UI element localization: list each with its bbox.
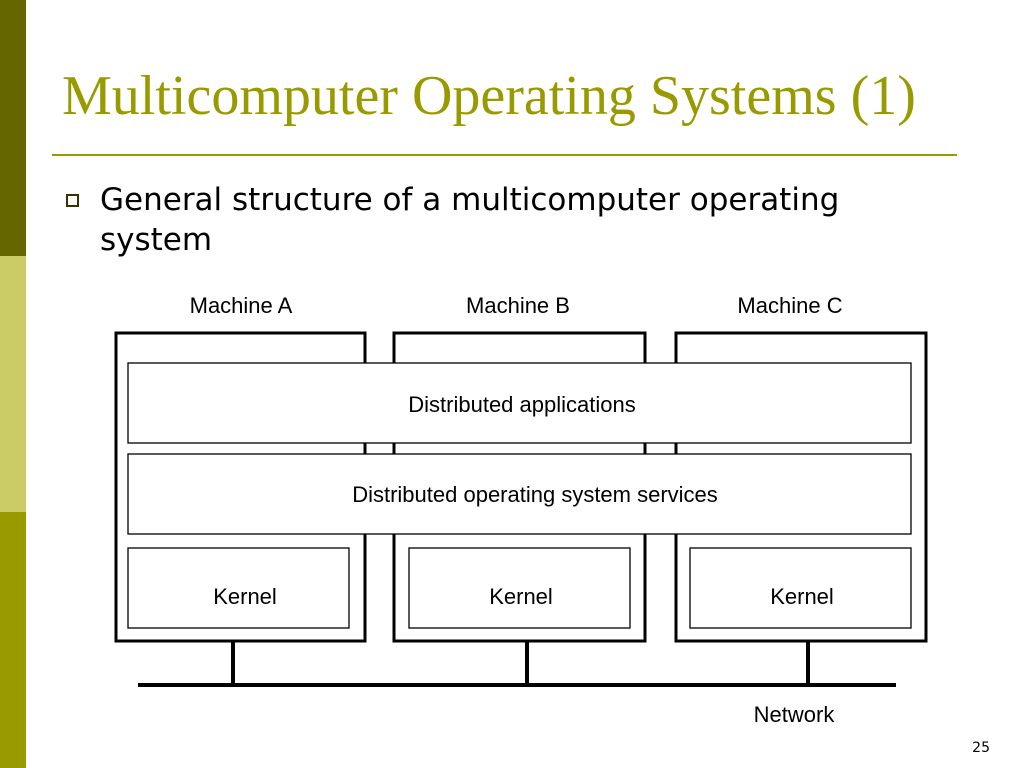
- distributed-applications-label: Distributed applications: [408, 392, 635, 417]
- distributed-applications-layer: [127, 362, 912, 444]
- side-bar-top: [0, 0, 26, 256]
- kernel-a-label: Kernel: [213, 584, 277, 609]
- bullet-square-icon: [66, 194, 79, 207]
- kernel-c-label: Kernel: [770, 584, 834, 609]
- kernel-c-box: [689, 547, 912, 629]
- distributed-os-services-label: Distributed operating system services: [352, 482, 718, 507]
- title-underline: [52, 154, 957, 156]
- kernel-a-box: [127, 547, 350, 629]
- distributed-os-services-layer: [127, 453, 912, 535]
- machine-b-label: Machine B: [466, 293, 570, 318]
- side-bar-middle: [0, 256, 26, 512]
- machine-a-label: Machine A: [190, 293, 293, 318]
- slide-title: Multicomputer Operating Systems (1): [62, 65, 916, 127]
- bullet-text: General structure of a multicomputer ope…: [100, 182, 840, 258]
- network-label: Network: [754, 702, 836, 727]
- side-bar-bottom: [0, 512, 26, 768]
- slide-number: 25: [972, 740, 990, 756]
- kernel-b-label: Kernel: [489, 584, 553, 609]
- machine-c-label: Machine C: [737, 293, 842, 318]
- kernel-b-box: [408, 547, 631, 629]
